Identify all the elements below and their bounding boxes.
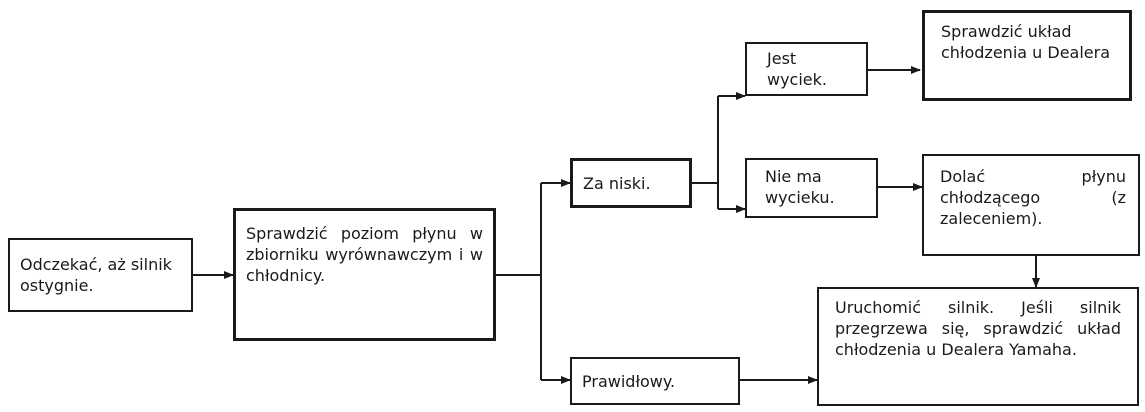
node-check-dealer-text: Sprawdzić układ chłodzenia u Dealera (941, 22, 1111, 62)
node-check-level: Sprawdzić poziom płynu w zbiorniku wyrów… (233, 208, 496, 341)
node-no-leak-text: Nie ma wycieku. (765, 167, 835, 207)
node-leak: Jest wyciek. (745, 42, 868, 96)
node-start-engine: Uruchomić silnik. Jeśli silnik przegrzew… (817, 287, 1139, 406)
node-check-level-text: Sprawdzić poziom płynu w zbiorniku wyrów… (246, 224, 483, 285)
node-leak-text: Jest wyciek. (767, 49, 827, 89)
node-check-dealer: Sprawdzić układ chłodzenia u Dealera (922, 10, 1132, 101)
node-correct: Prawidłowy. (570, 357, 740, 405)
node-cool-down: Odczekać, aż silnik ostygnie. (8, 238, 193, 312)
node-add-coolant: Dolać płynu chłodzącego (z zaleceniem). (922, 154, 1140, 256)
node-add-coolant-text: Dolać płynu chłodzącego (z zaleceniem). (940, 167, 1126, 228)
node-cool-down-text: Odczekać, aż silnik ostygnie. (20, 255, 172, 295)
node-no-leak: Nie ma wycieku. (745, 158, 878, 218)
node-too-low: Za niski. (570, 158, 692, 208)
node-too-low-text: Za niski. (583, 173, 651, 193)
node-start-engine-text: Uruchomić silnik. Jeśli silnik przegrzew… (835, 298, 1121, 359)
node-correct-text: Prawidłowy. (582, 371, 676, 391)
